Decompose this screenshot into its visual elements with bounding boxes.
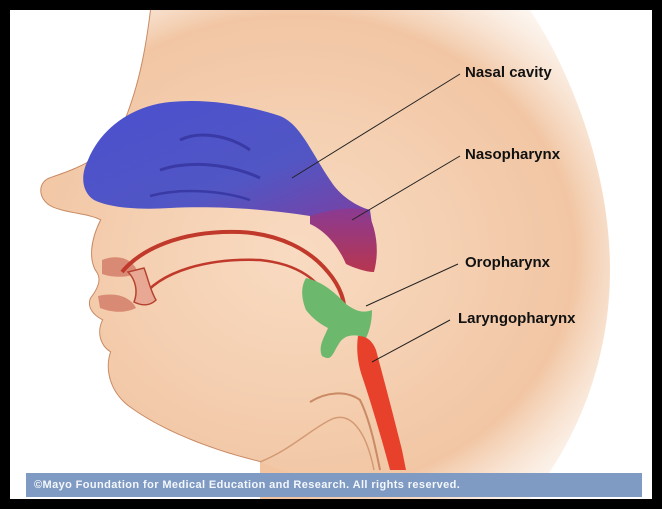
label-oropharynx: Oropharynx [465,254,550,271]
copyright-bar: ©Mayo Foundation for Medical Education a… [26,473,642,497]
head-cross-section-illustration [10,10,652,499]
label-nasal-cavity: Nasal cavity [465,64,552,81]
diagram-panel: Nasal cavity Nasopharynx Oropharynx Lary… [10,10,652,499]
copyright-text: ©Mayo Foundation for Medical Education a… [26,479,460,491]
label-laryngopharynx: Laryngopharynx [458,310,576,327]
label-nasopharynx: Nasopharynx [465,146,560,163]
